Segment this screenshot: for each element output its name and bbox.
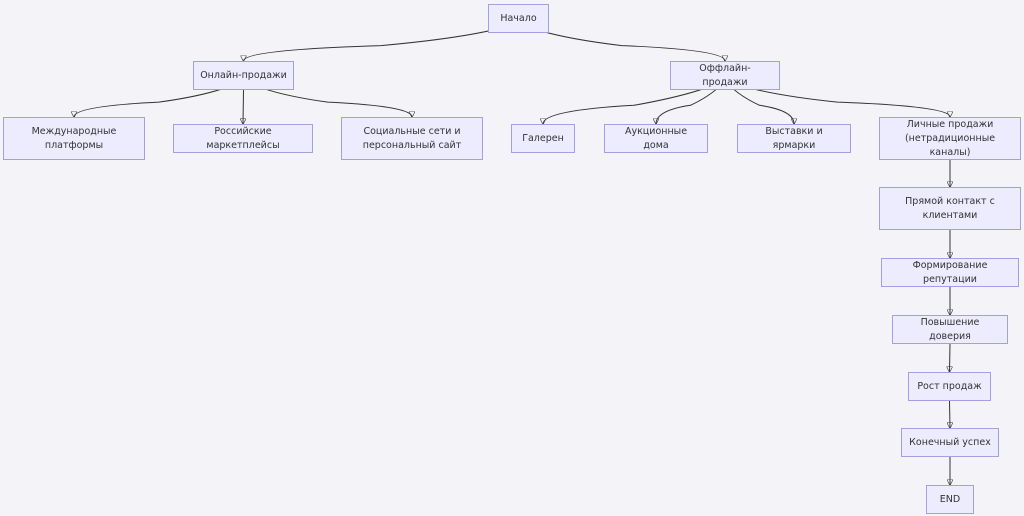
node-personal-sales[interactable]: Личные продажи (нетрадиционные каналы) (879, 117, 1021, 160)
node-online-sales-label: Онлайн-продажи (200, 69, 287, 81)
node-auction-houses[interactable]: Аукционные дома (604, 124, 708, 153)
node-sales-growth[interactable]: Рост продаж (908, 372, 991, 401)
node-end-label: END (939, 493, 961, 505)
node-auction-houses-label: Аукционные дома (624, 125, 688, 151)
node-personal-sales-label: Личные продажи (нетрадиционные каналы) (904, 118, 996, 158)
node-reputation[interactable]: Формирование репутации (881, 258, 1019, 287)
node-online-sales[interactable]: Онлайн-продажи (193, 61, 294, 90)
node-russian-marketplaces[interactable]: Российские маркетплейсы (173, 124, 313, 153)
edge-trust-to-growth (950, 343, 951, 372)
node-direct-contact-label: Прямой контакт с клиентами (905, 195, 995, 221)
node-reputation-label: Формирование репутации (912, 259, 988, 285)
node-russian-marketplaces-label: Российские маркетплейсы (206, 125, 280, 151)
node-final-success[interactable]: Конечный успех (901, 428, 999, 457)
node-international-platforms-label: Международные платформы (31, 125, 117, 151)
node-galleries[interactable]: Галерен (511, 124, 575, 153)
node-sales-growth-label: Рост продаж (917, 380, 982, 392)
node-final-success-label: Конечный успех (909, 436, 991, 448)
edge-growth-to-success (950, 400, 951, 428)
node-start-label: Начало (500, 12, 537, 24)
node-international-platforms[interactable]: Международные платформы (3, 117, 145, 160)
node-trust[interactable]: Повышение доверия (892, 315, 1008, 344)
edge-online-to-ru_market (243, 89, 244, 124)
node-exhibitions-fairs-label: Выставки и ярмарки (765, 125, 823, 151)
edge-start-to-offline (518, 22, 726, 61)
node-social-networks[interactable]: Социальные сети и персональный сайт (341, 117, 483, 160)
edge-start-to-online (244, 22, 519, 61)
node-trust-label: Повышение доверия (920, 316, 980, 342)
node-end[interactable]: END (926, 485, 974, 514)
node-offline-sales[interactable]: Оффлайн-продажи (670, 61, 780, 90)
node-galleries-label: Галерен (522, 132, 564, 144)
node-social-networks-label: Социальные сети и персональный сайт (362, 125, 462, 151)
node-direct-contact[interactable]: Прямой контакт с клиентами (879, 187, 1021, 230)
node-start[interactable]: Начало (488, 4, 549, 33)
node-offline-sales-label: Оффлайн-продажи (699, 62, 751, 88)
node-exhibitions-fairs[interactable]: Выставки и ярмарки (737, 124, 851, 153)
